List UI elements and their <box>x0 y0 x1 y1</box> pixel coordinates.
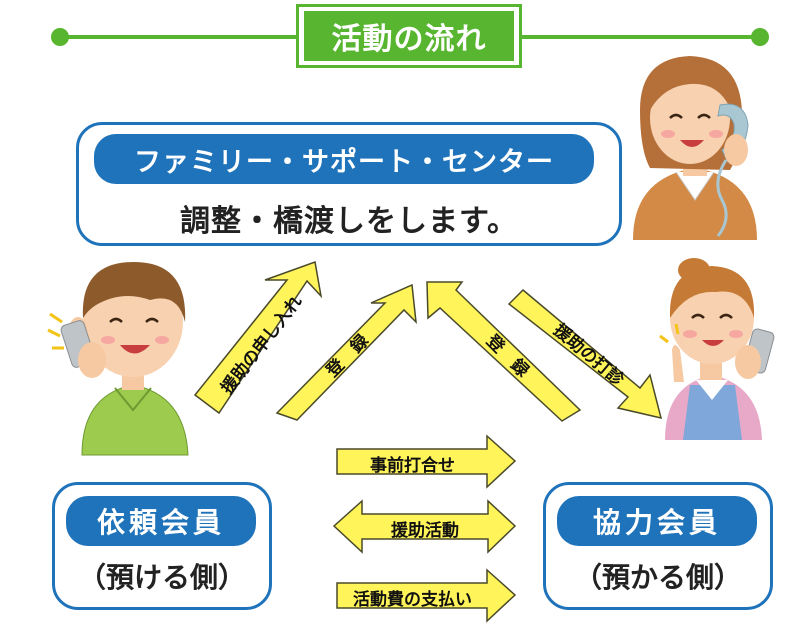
center-name-pill: ファミリー・サポート・センター <box>94 134 594 184</box>
center-description: 調整・橋渡しをします。 <box>76 196 622 240</box>
requester-name-pill: 依頼会員 <box>66 496 256 546</box>
title-rule-left-dot <box>51 28 69 46</box>
center-staff-illustration <box>633 56 757 240</box>
arrow-support-label: 援助活動 <box>362 516 488 541</box>
title-rule-right-dot <box>751 28 769 46</box>
supporter-woman-illustration <box>660 258 775 440</box>
arrow-payment-label: 活動費の支払い <box>340 585 485 610</box>
page-title: 活動の流れ <box>304 11 514 61</box>
requester-man-illustration <box>48 262 188 455</box>
supporter-note: （預かる側） <box>543 556 773 596</box>
supporter-name-pill: 協力会員 <box>557 496 757 546</box>
requester-note: （預ける側） <box>52 556 272 596</box>
arrow-meeting-label: 事前打合せ <box>340 451 485 476</box>
title-frame: 活動の流れ <box>296 4 522 68</box>
